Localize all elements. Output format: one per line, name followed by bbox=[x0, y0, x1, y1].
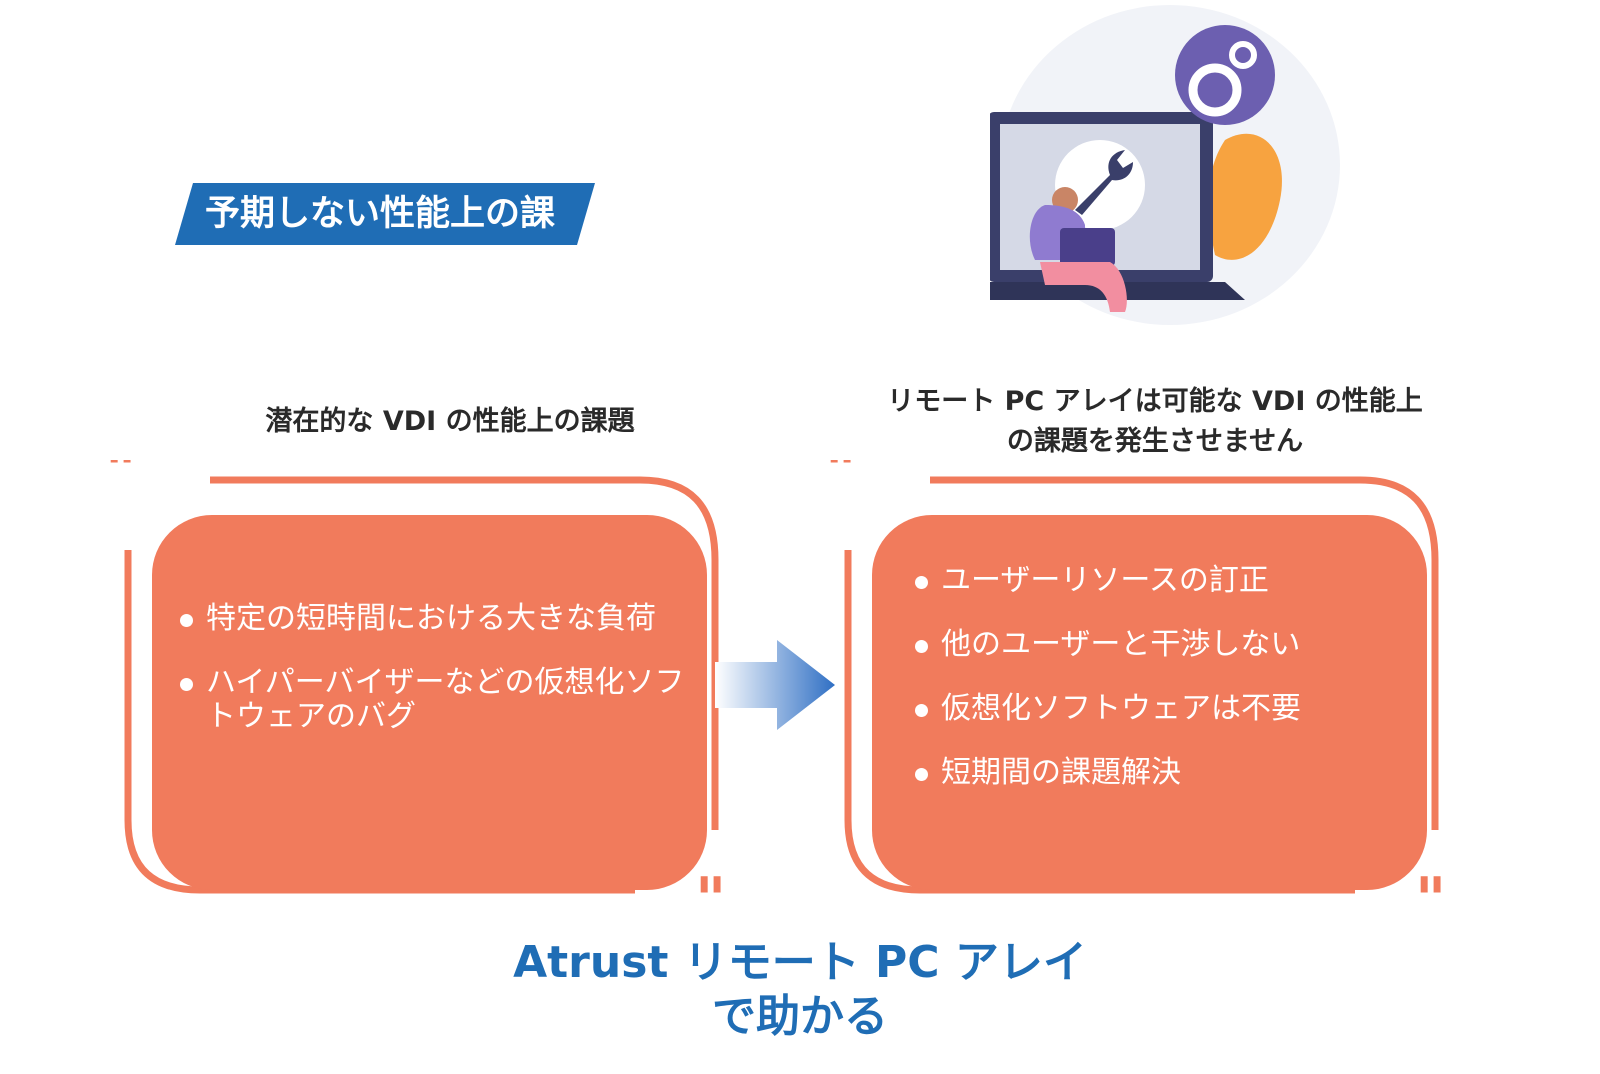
right-heading-line2: の課題を発生させません bbox=[1006, 426, 1304, 457]
svg-text:": " bbox=[1415, 865, 1446, 930]
list-item: 他のユーザーと干渉しない bbox=[913, 628, 1413, 662]
bottom-title-line1: Atrust リモート PC アレイ bbox=[513, 937, 1087, 988]
svg-text:": " bbox=[105, 460, 136, 505]
bottom-title-line2: で助かる bbox=[712, 991, 888, 1042]
list-item: 短期間の課題解決 bbox=[913, 756, 1413, 790]
right-panel-card bbox=[872, 515, 1427, 890]
tech-support-illustration bbox=[990, 5, 1340, 325]
banner-background bbox=[175, 183, 595, 245]
svg-text:": " bbox=[825, 460, 856, 505]
bottom-title: Atrust リモート PC アレイ で助かる bbox=[400, 936, 1200, 1044]
left-panel-card bbox=[152, 515, 707, 890]
banner-title: 予期しない性能上の課 bbox=[205, 194, 556, 234]
right-bullet-list: ユーザーリソースの訂正 他のユーザーと干渉しない 仮想化ソフトウェアは不要 短期… bbox=[913, 564, 1413, 820]
list-item: ハイパーバイザーなどの仮想化ソフトウェアのバグ bbox=[178, 666, 698, 734]
svg-text:": " bbox=[695, 865, 726, 930]
left-bullet-list: 特定の短時間における大きな負荷 ハイパーバイザーなどの仮想化ソフトウェアのバグ bbox=[178, 602, 698, 764]
left-heading: 潜在的な VDI の性能上の課題 bbox=[265, 406, 635, 437]
right-heading-line1: リモート PC アレイは可能な VDI の性能上 bbox=[887, 386, 1423, 417]
right-heading: リモート PC アレイは可能な VDI の性能上 の課題を発生させません bbox=[845, 382, 1465, 462]
left-panel-frame: " " bbox=[105, 460, 726, 930]
list-item: 特定の短時間における大きな負荷 bbox=[178, 602, 698, 636]
list-item: ユーザーリソースの訂正 bbox=[913, 564, 1413, 598]
arrow-right-icon bbox=[715, 640, 835, 730]
list-item: 仮想化ソフトウェアは不要 bbox=[913, 692, 1413, 726]
right-panel-frame: " " bbox=[825, 460, 1446, 930]
